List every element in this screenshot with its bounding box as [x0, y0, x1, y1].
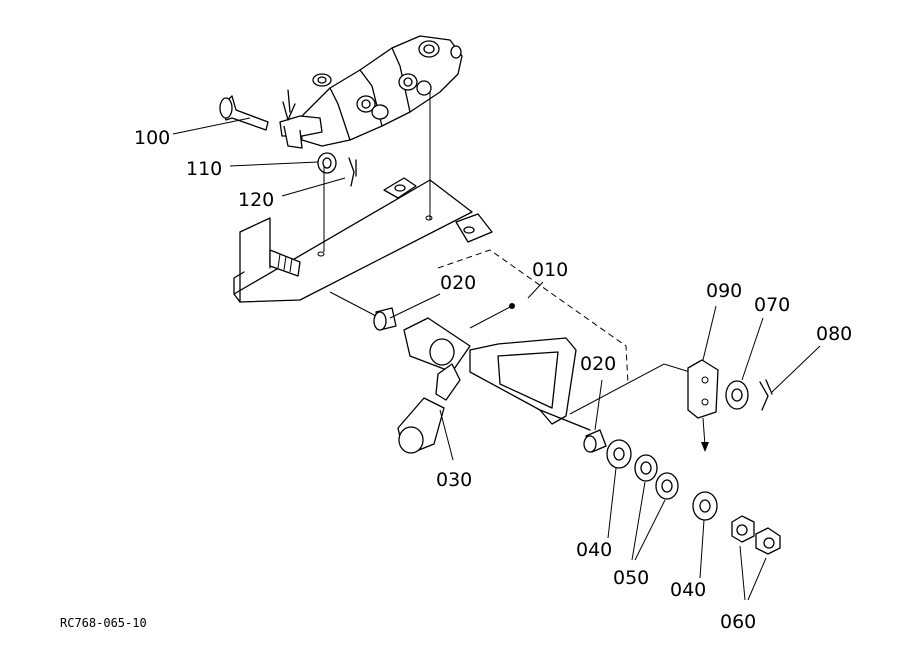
mounting-plate [233, 177, 493, 303]
phantom-line [437, 249, 629, 385]
label-040-left: 040 [576, 539, 612, 561]
label-040-right: 040 [670, 579, 706, 601]
label-090: 090 [706, 280, 742, 302]
label-070: 070 [754, 294, 790, 316]
label-010: 010 [532, 259, 568, 281]
label-050: 050 [613, 567, 649, 589]
pedal-arm [329, 291, 591, 454]
label-020-left: 020 [440, 272, 476, 294]
reference-code: RC768-065-10 [60, 616, 147, 630]
axis-line [569, 363, 691, 415]
right-hardware [583, 359, 781, 555]
part-labels: 010 020 020 030 040 040 050 060 070 080 … [134, 127, 852, 633]
label-120: 120 [238, 189, 274, 211]
label-110: 110 [186, 158, 222, 180]
label-020-right: 020 [580, 353, 616, 375]
leader-lines [172, 92, 821, 601]
label-030: 030 [436, 469, 472, 491]
valve-assembly [219, 35, 463, 187]
label-100: 100 [134, 127, 170, 149]
label-080: 080 [816, 323, 852, 345]
label-060: 060 [720, 611, 756, 633]
